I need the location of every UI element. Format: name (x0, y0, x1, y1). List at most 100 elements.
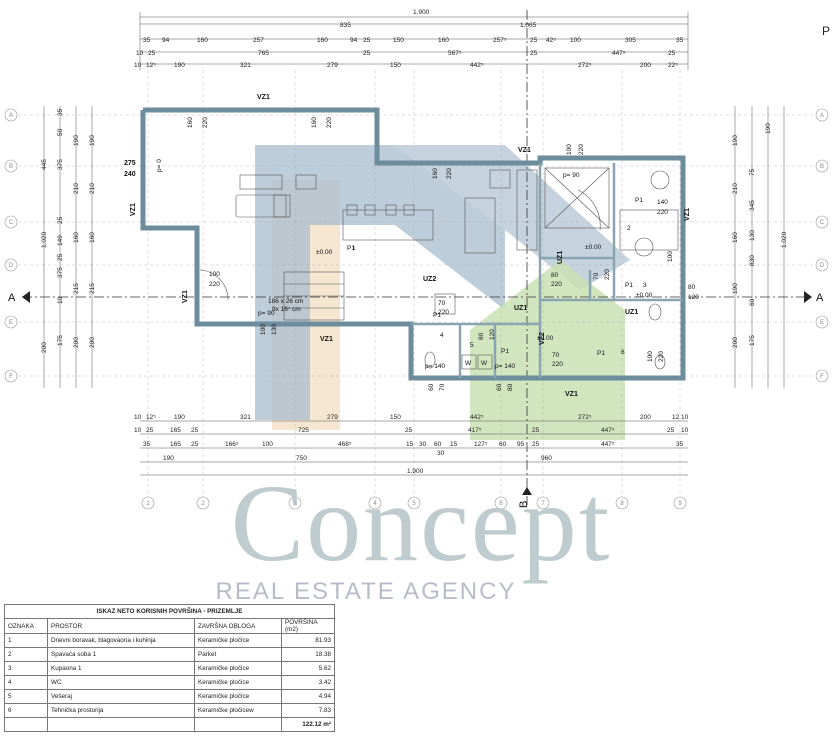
svg-text:830: 830 (749, 255, 756, 266)
label-vz1-left-2: VZ1 (182, 290, 189, 303)
axis-row-f: F (9, 374, 13, 380)
section-mark-bottom: B (518, 501, 530, 508)
label-70: 70 (438, 300, 446, 307)
svg-text:445: 445 (41, 159, 48, 170)
svg-text:25: 25 (57, 253, 64, 261)
axis-row-c: C (9, 220, 14, 226)
svg-text:35: 35 (143, 37, 151, 44)
row-area: 81.93 (281, 633, 335, 648)
section-arrow-left (22, 291, 30, 303)
label-80-d: 80 (507, 383, 514, 391)
svg-text:725: 725 (298, 427, 309, 434)
svg-text:765: 765 (258, 50, 269, 57)
svg-text:160: 160 (89, 232, 96, 243)
room-tag-2: 2 (627, 225, 631, 232)
svg-text:257: 257 (253, 37, 264, 44)
total-empty-3 (194, 717, 282, 732)
label-220-h: 220 (658, 351, 665, 362)
row-area: 5.62 (281, 661, 335, 676)
axis-row-c-right: C (820, 220, 825, 226)
section-mark-left: A (8, 292, 16, 304)
axis-row-b-right: B (820, 164, 824, 170)
svg-text:257⁵: 257⁵ (493, 37, 507, 44)
plan-labels: VZ1 VZ1 VZ1 VZ1 VZ1 VZ1 VZ1 UZ1 UZ1 UZ1 … (124, 94, 699, 398)
row-finish: Keramičke pločice (194, 675, 282, 690)
svg-text:417⁵: 417⁵ (468, 427, 482, 434)
svg-text:35: 35 (676, 37, 684, 44)
washer-tag-1: W (465, 360, 472, 367)
bottom-dim-row-4: 190 750 960 (163, 455, 552, 462)
svg-text:95: 95 (517, 441, 525, 448)
svg-text:130: 130 (749, 230, 756, 241)
svg-text:25: 25 (668, 50, 676, 57)
svg-text:750: 750 (296, 455, 307, 462)
svg-text:150: 150 (390, 414, 401, 421)
svg-text:10: 10 (57, 296, 64, 304)
label-p0: p= 0 (156, 159, 163, 172)
label-100-b: 100 (260, 324, 267, 335)
svg-text:321: 321 (240, 62, 251, 69)
label-220-f: 220 (326, 117, 333, 128)
svg-text:166⁵: 166⁵ (225, 441, 239, 448)
svg-text:22⁵: 22⁵ (668, 62, 678, 69)
table-row: 4 WC Keramičke pločice 3.42 (4, 675, 335, 690)
row-code: 6 (4, 703, 48, 718)
svg-text:200: 200 (73, 337, 80, 348)
svg-text:190: 190 (89, 135, 96, 146)
svg-text:25: 25 (363, 37, 371, 44)
label-220-e: 220 (202, 117, 209, 128)
svg-text:200: 200 (89, 337, 96, 348)
svg-text:10: 10 (681, 414, 689, 421)
svg-text:200: 200 (640, 62, 651, 69)
header-prostor: PROSTOR (47, 618, 195, 634)
label-80: 80 (551, 272, 559, 279)
label-vz1-right: VZ1 (684, 208, 691, 221)
label-p1-d: P1 (433, 312, 441, 319)
svg-text:25: 25 (532, 427, 540, 434)
svg-text:150: 150 (390, 62, 401, 69)
axis-col-9: 9 (678, 501, 682, 507)
room-tag-3: 3 (643, 282, 647, 289)
svg-text:960: 960 (541, 455, 552, 462)
row-area: 7.83 (281, 703, 335, 718)
label-220-c: 220 (438, 309, 449, 316)
table-row: 5 Vešeraj Keramičke pločice 4.94 (4, 689, 335, 704)
axis-row-f-right: F (820, 374, 824, 380)
dim-835: 835 (340, 22, 351, 29)
label-220-d: 220 (552, 361, 563, 368)
svg-text:25: 25 (57, 216, 64, 224)
axis-row-b: B (9, 164, 13, 170)
svg-text:345: 345 (749, 200, 756, 211)
bottom-dim-row-1: 10 12⁵ 190 321 279 150 442⁵ 272⁵ 200 12 … (134, 414, 689, 421)
svg-text:160: 160 (438, 37, 449, 44)
row-space: Kupaona 1 (47, 661, 195, 676)
svg-text:1.020: 1.020 (781, 231, 788, 248)
label-80-b: 80 (688, 284, 696, 291)
room-tag-1: 1 (352, 245, 356, 252)
side-dimension-lines (43, 106, 785, 388)
label-vz1-left: VZ1 (130, 203, 137, 216)
svg-text:215: 215 (89, 283, 96, 294)
logo-blue-shape (255, 145, 505, 420)
label-vz2: VZ2 (539, 332, 546, 345)
row-finish: Keramičke pločice (194, 633, 282, 648)
header-zavrsna-obloga: ZAVRŠNA OBLOGA (194, 618, 282, 634)
svg-text:149: 149 (57, 235, 64, 246)
label-220: 220 (657, 209, 668, 216)
room-tag-6: 6 (621, 349, 625, 356)
svg-text:190: 190 (174, 414, 185, 421)
svg-text:165: 165 (170, 427, 181, 434)
svg-text:100: 100 (262, 441, 273, 448)
svg-text:12⁵: 12⁵ (146, 414, 156, 421)
watermark-title: Concept (230, 462, 612, 584)
svg-text:25: 25 (405, 427, 413, 434)
axis-col-5: 5 (412, 501, 416, 507)
svg-text:447⁵: 447⁵ (601, 427, 615, 434)
svg-text:1.020: 1.020 (41, 231, 48, 248)
axis-col-markers (141, 496, 687, 510)
logo-green-shape (470, 260, 625, 440)
row-code: 5 (4, 689, 48, 704)
row-area: 3.42 (281, 675, 335, 690)
label-220-i: 220 (604, 269, 611, 280)
row-space: WC (47, 675, 195, 690)
